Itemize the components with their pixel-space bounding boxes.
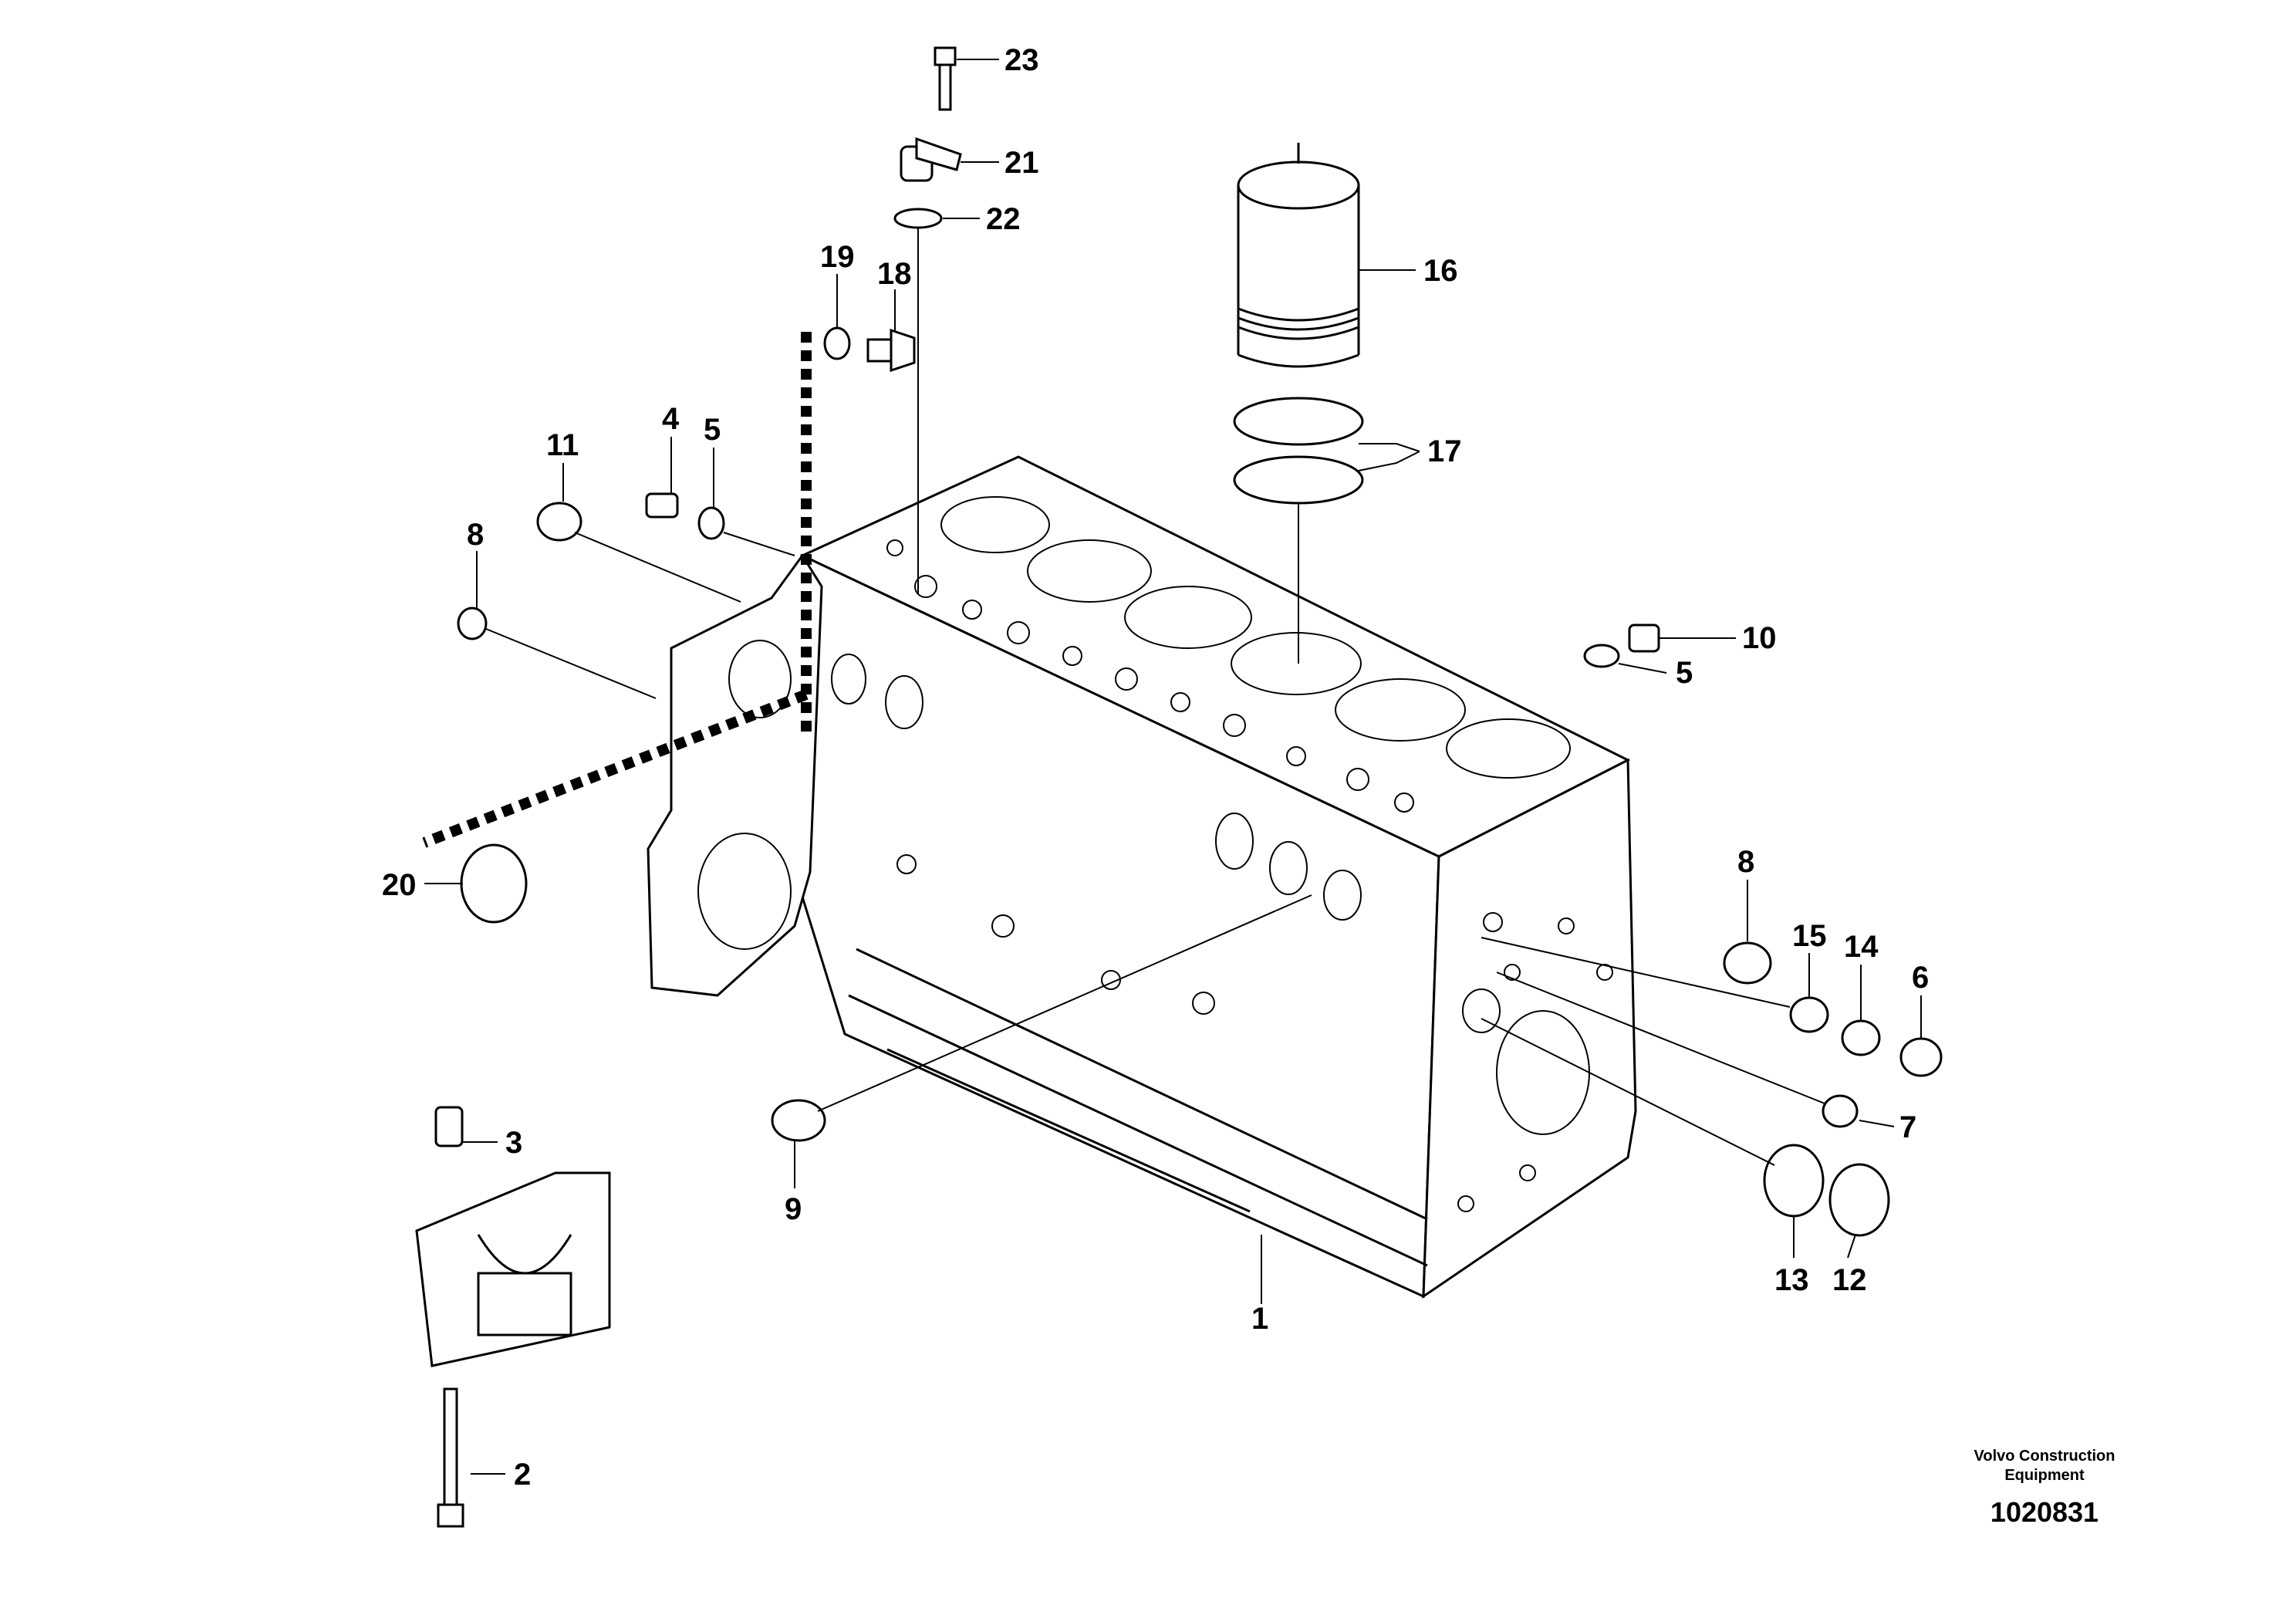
plug-14 (1841, 1019, 1881, 1056)
document-number: 1020831 (1990, 1496, 2098, 1528)
callout-2: 2 (514, 1458, 531, 1492)
callout-15: 15 (1792, 919, 1827, 953)
callout-17: 17 (1427, 434, 1462, 468)
callout-9: 9 (785, 1192, 802, 1226)
callout-5-right: 5 (1676, 656, 1693, 690)
plug-4 (645, 492, 679, 519)
callout-11: 11 (546, 428, 579, 462)
callout-22: 22 (986, 202, 1021, 236)
plug-9 (771, 1099, 826, 1142)
hidden-lines (422, 332, 812, 848)
plug-7 (1822, 1094, 1859, 1128)
cylinder-block (647, 455, 1637, 1299)
callout-5-left: 5 (704, 413, 721, 447)
callout-4: 4 (662, 402, 680, 436)
cylinder-liner (1237, 143, 1360, 368)
bushing-13 (1763, 1144, 1825, 1218)
washer-5-right (1583, 644, 1620, 668)
callout-3: 3 (505, 1126, 522, 1160)
bolt-23 (934, 46, 957, 111)
plug-10 (1628, 623, 1660, 653)
oil-nozzle-21 (900, 137, 962, 182)
callout-12: 12 (1832, 1263, 1867, 1297)
plug-8-left (457, 607, 488, 640)
bushing-20 (460, 843, 528, 924)
plug-15 (1789, 996, 1829, 1033)
credit-line-2: Equipment (2004, 1467, 2085, 1484)
plug-11 (536, 502, 582, 542)
bushing-12 (1828, 1163, 1890, 1237)
callout-8-left: 8 (467, 518, 484, 552)
main-bearing-cap (415, 1171, 611, 1367)
plug-18 (866, 328, 916, 373)
callout-1: 1 (1251, 1302, 1268, 1336)
callout-labels: 1 2 3 4 5 5 6 7 8 8 9 10 11 12 13 14 15 … (382, 43, 1929, 1492)
callout-10: 10 (1742, 621, 1777, 655)
callout-19: 19 (820, 240, 855, 274)
credit-block: Volvo Construction Equipment 1020831 (1974, 1448, 2115, 1528)
dowel-sleeve-3 (434, 1106, 464, 1147)
bolt-2 (437, 1387, 464, 1528)
callout-7: 7 (1899, 1110, 1916, 1144)
callout-8-right: 8 (1737, 845, 1754, 879)
parts (415, 46, 1943, 1528)
callout-16: 16 (1423, 254, 1458, 288)
callout-6: 6 (1912, 961, 1929, 995)
plug-6 (1899, 1037, 1943, 1077)
callout-20: 20 (382, 868, 417, 902)
callout-21: 21 (1004, 146, 1039, 180)
callout-23: 23 (1004, 43, 1039, 77)
plug-8-right (1723, 941, 1772, 985)
callout-18: 18 (877, 257, 912, 291)
callout-14: 14 (1844, 930, 1879, 964)
callout-13: 13 (1774, 1263, 1809, 1297)
liner-seal-rings (1233, 397, 1364, 505)
washer-19 (823, 326, 851, 360)
washer-5-left (697, 506, 725, 540)
leader-lines (424, 59, 1922, 1475)
credit-line-1: Volvo Construction (1974, 1448, 2115, 1465)
o-ring-22 (893, 208, 943, 229)
